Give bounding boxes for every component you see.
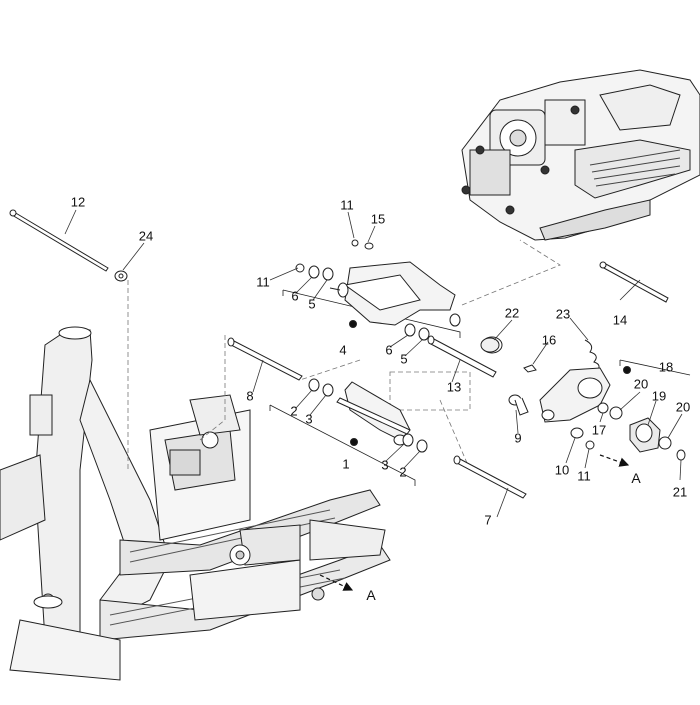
callout-16: 16 [541, 332, 557, 348]
callout-6-bottom: 6 [385, 342, 393, 358]
callout-22: 22 [504, 305, 520, 321]
part-14-rod [599, 261, 669, 303]
callout-15: 15 [370, 211, 386, 227]
callout-12: 12 [70, 194, 86, 210]
part-4-link [329, 261, 461, 328]
callout-17: 17 [591, 422, 607, 438]
callout-13: 13 [446, 379, 462, 395]
callout-24: 24 [138, 228, 154, 244]
callout-3-right: 3 [381, 457, 389, 473]
small-parts-middle [308, 378, 428, 453]
callout-4: 4 [339, 342, 347, 358]
arrow-label-a-bottom: A [366, 587, 376, 603]
part-7-pin [453, 455, 527, 499]
callout-23: 23 [555, 306, 571, 322]
callout-20-left: 20 [633, 376, 649, 392]
callout-5-top: 5 [308, 296, 316, 312]
scooter-frame [0, 326, 391, 681]
callout-21: 21 [672, 484, 688, 500]
arrows [319, 454, 630, 591]
callout-11-top: 11 [340, 197, 354, 213]
callout-18: 18 [658, 359, 674, 375]
small-parts-top [295, 239, 430, 341]
callout-11-left: 11 [256, 274, 270, 290]
group-brackets [269, 289, 691, 486]
callout-19: 19 [651, 388, 667, 404]
part-24-nut [114, 270, 128, 282]
callout-14: 14 [612, 312, 628, 328]
callout-6-top: 6 [291, 288, 299, 304]
leader-lines [64, 209, 683, 518]
dashed-guides [127, 239, 561, 471]
part-13-pin [427, 335, 497, 378]
callout-5-bottom: 5 [400, 351, 408, 367]
callout-1: 1 [342, 456, 350, 472]
callout-3-left: 3 [305, 411, 313, 427]
part-12-rod [9, 209, 109, 272]
engine-assembly [461, 69, 700, 241]
part-1-bracket [336, 381, 411, 446]
callout-9: 9 [514, 430, 522, 446]
callout-11-right: 11 [577, 468, 591, 484]
callout-2-right: 2 [399, 464, 407, 480]
callout-7: 7 [484, 512, 492, 528]
callout-20-right: 20 [675, 399, 691, 415]
callout-8: 8 [246, 388, 254, 404]
callout-2-left: 2 [290, 403, 298, 419]
part-8-pin [227, 337, 303, 381]
part-22-washer [480, 336, 503, 354]
callout-10: 10 [554, 462, 570, 478]
part-18-group [508, 339, 686, 461]
arrow-label-a-right: A [631, 470, 641, 486]
